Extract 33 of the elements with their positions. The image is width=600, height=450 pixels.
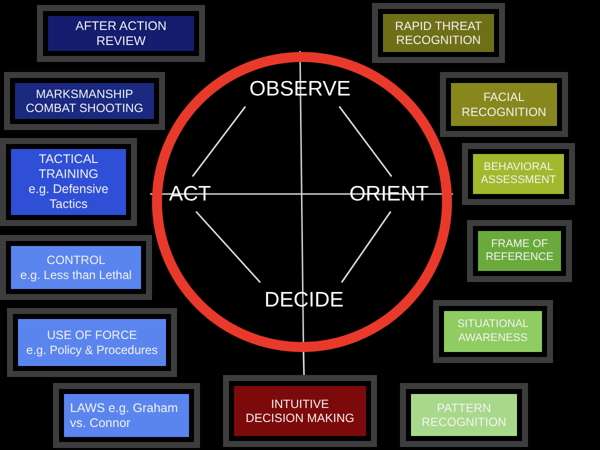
- framed-box: [53, 383, 200, 448]
- box-text: RAPID THREAT RECOGNITION: [394, 18, 483, 48]
- box-text: AFTER ACTION REVIEW: [74, 18, 168, 48]
- framed-box: [0, 138, 137, 226]
- framed-box: [467, 220, 572, 282]
- box-text: MARKSMANSHIP COMBAT SHOOTING: [24, 86, 144, 116]
- box-text: e.g. Defensive Tactics: [28, 182, 110, 212]
- box-text: BEHAVIORAL ASSESSMENT: [480, 160, 558, 188]
- connector-line: [302, 352, 305, 376]
- box-text: PATTERN RECOGNITION: [420, 400, 508, 430]
- framed-box: [440, 72, 568, 137]
- box-text: USE OF FORCE: [46, 328, 137, 342]
- framed-box: [462, 143, 575, 205]
- framed-box: [37, 5, 205, 62]
- box-text: e.g. Less than Lethal: [20, 268, 132, 282]
- connector-line: [192, 106, 246, 177]
- framed-box: [223, 375, 377, 447]
- box-text: e.g. Policy & Procedures: [26, 342, 158, 357]
- box-text: CONTROL: [46, 253, 106, 268]
- connector-line: [340, 211, 392, 283]
- framed-box: [433, 300, 553, 363]
- connector-line: [195, 210, 261, 284]
- framed-box: [0, 235, 152, 300]
- framed-box: [4, 72, 165, 130]
- box-text: FRAME OF REFERENCE: [484, 238, 554, 264]
- box-text: SITUATIONAL AWARENESS: [456, 318, 530, 345]
- connector-line: [338, 106, 392, 177]
- box-text: LAWS e.g. Graham vs. Connor: [70, 400, 179, 430]
- framed-box: [7, 308, 177, 377]
- box-text: INTUITIVE DECISION MAKING: [244, 396, 356, 426]
- framed-box: [400, 383, 528, 447]
- framed-box: [372, 3, 505, 63]
- box-text: FACIAL RECOGNITION: [460, 90, 548, 119]
